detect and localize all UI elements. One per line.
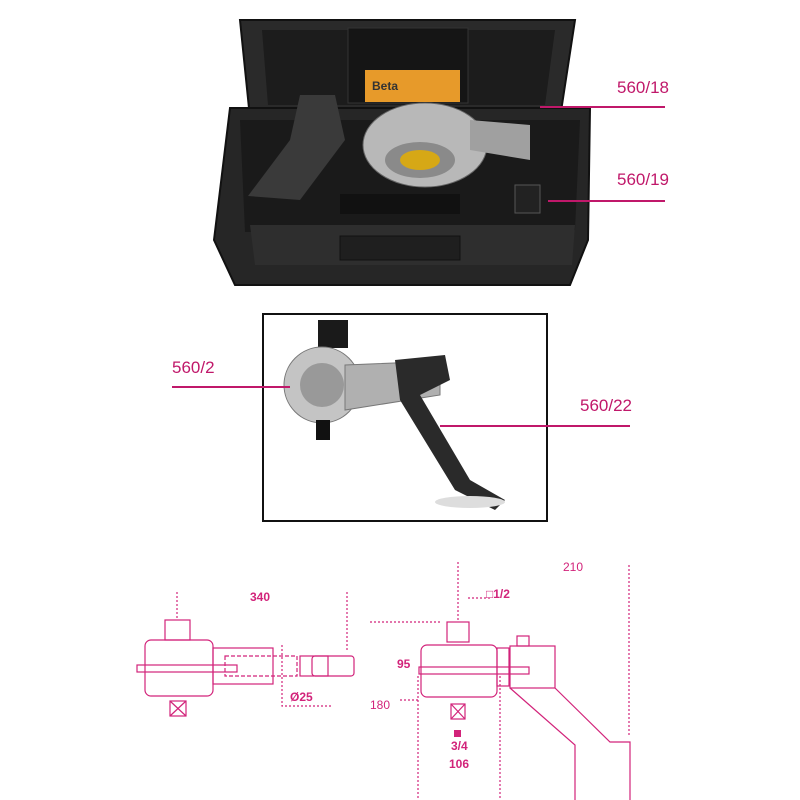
callout-line-560-19 [548,200,665,202]
dim-input-drive: □1/2 [486,587,510,601]
callout-line-560-22 [440,425,630,427]
reaction-arm [395,355,505,510]
dim-height: 95 [397,657,411,671]
tool-photo-frame [262,313,548,522]
right-drawing [370,562,631,800]
dim-diameter: Ø25 [290,690,313,704]
callout-560-22: 560/22 [580,396,632,415]
dim-depth: 180 [370,698,391,712]
square-adapter [514,184,541,214]
callout-560-2: 560/2 [172,358,215,377]
left-drawing [136,592,355,717]
dim-width: 210 [563,560,584,574]
dim-length: 340 [250,590,271,604]
dim-output-drive: 3/4 [451,739,468,753]
dim-body-width: 106 [449,757,470,771]
brand-label-text: Beta [372,79,398,93]
brand-label [365,70,460,102]
carrying-case: Beta [212,19,592,286]
reaction-arm-piece [248,95,345,200]
callout-line-560-18 [540,106,665,108]
callout-line-560-2 [172,386,290,388]
callout-560-18: 560/18 [617,78,669,97]
callout-560-19: 560/19 [617,170,669,189]
